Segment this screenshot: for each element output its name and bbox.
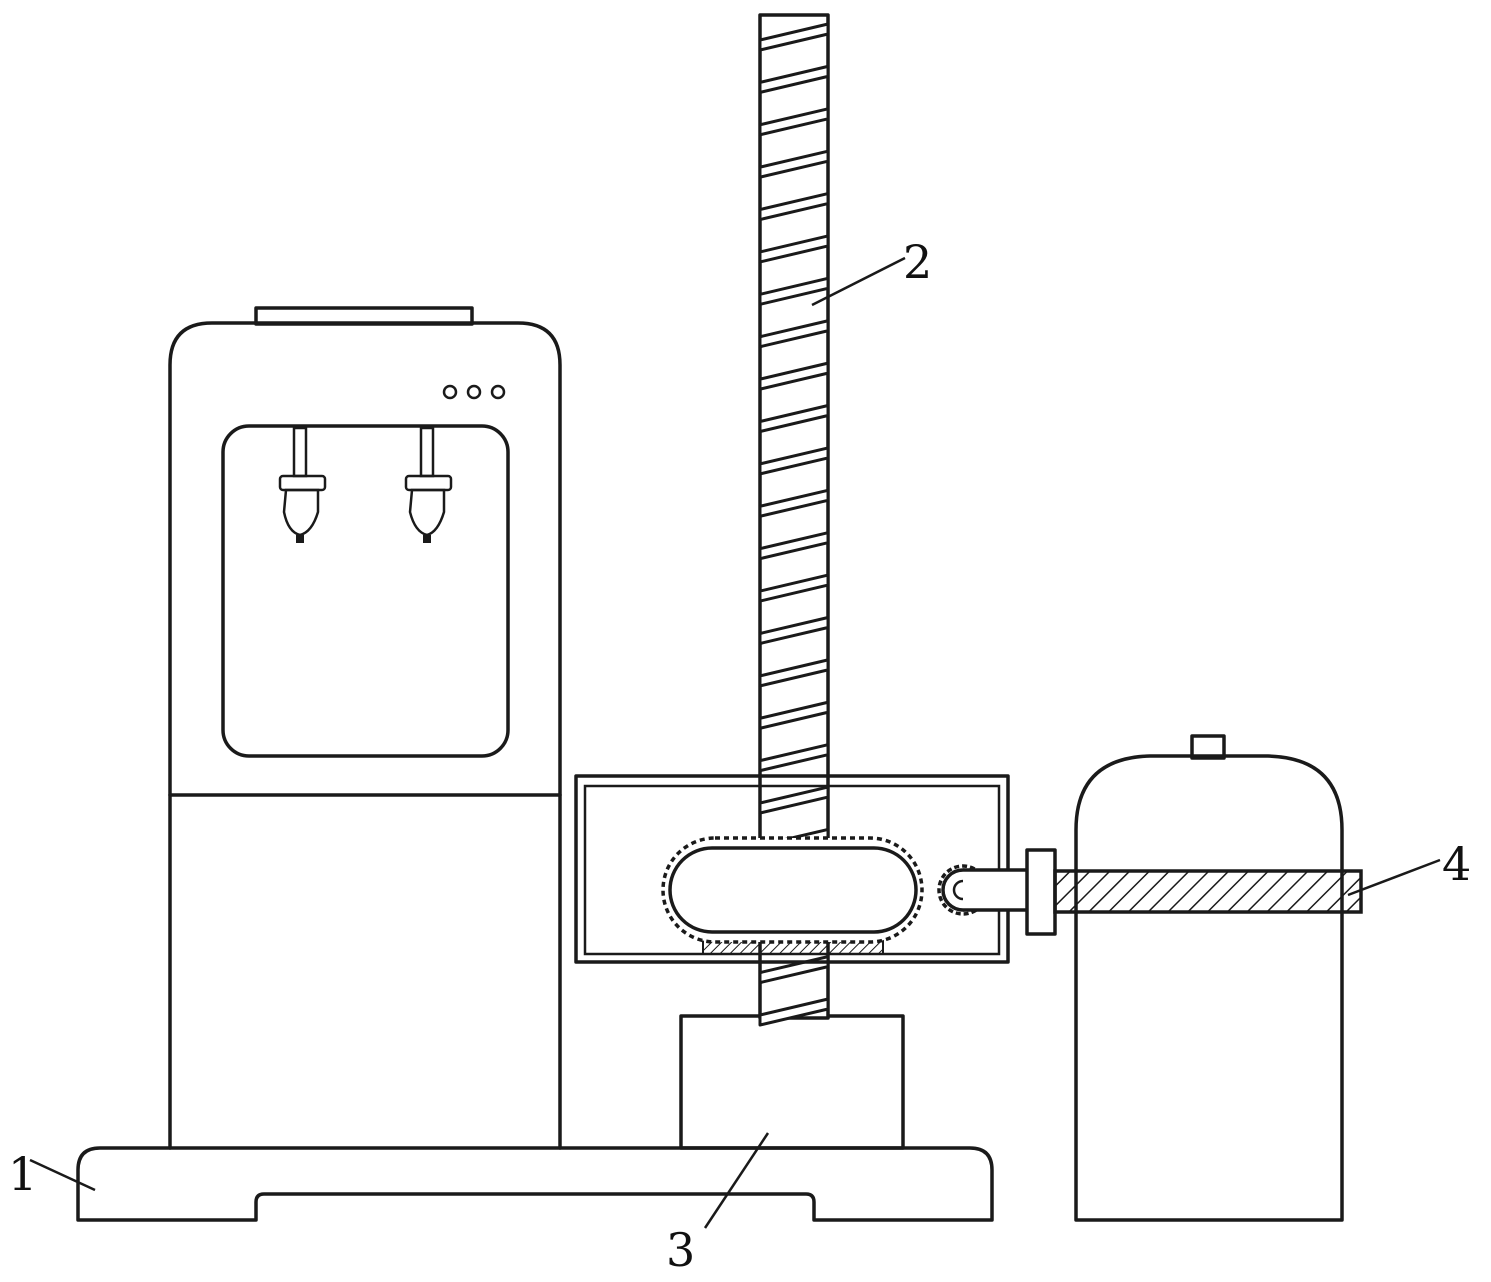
screw-thread bbox=[758, 107, 830, 137]
chain-loop bbox=[661, 836, 924, 944]
indicator-light-icon bbox=[466, 384, 482, 400]
screw-thread bbox=[758, 785, 830, 815]
label-1: 1 bbox=[8, 1147, 37, 1201]
water-dispenser bbox=[168, 306, 562, 1150]
tap-icon bbox=[278, 426, 327, 543]
screw-thread bbox=[758, 361, 830, 391]
clamp-arm bbox=[1025, 848, 1363, 936]
motor-block bbox=[679, 1014, 905, 1150]
callouts: 2 4 1 3 bbox=[8, 235, 1471, 1277]
screw-thread bbox=[758, 488, 830, 518]
indicator-light-icon bbox=[442, 384, 458, 400]
label-2: 2 bbox=[903, 235, 932, 289]
screw-thread bbox=[758, 997, 830, 1027]
screw-thread bbox=[758, 234, 830, 264]
dispense-window bbox=[221, 424, 510, 758]
screw-thread bbox=[758, 22, 830, 52]
base-plate bbox=[76, 1146, 994, 1222]
screw-thread bbox=[758, 404, 830, 434]
screw-thread bbox=[758, 615, 830, 645]
drive-gear bbox=[937, 864, 1032, 916]
screw-thread bbox=[758, 743, 830, 773]
water-bucket bbox=[1074, 734, 1344, 1222]
screw-thread bbox=[758, 319, 830, 349]
screw-thread bbox=[758, 658, 830, 688]
tap-icon bbox=[404, 426, 453, 543]
screw-thread bbox=[758, 64, 830, 94]
screw-thread bbox=[758, 700, 830, 730]
indicator-light-icon bbox=[490, 384, 506, 400]
screw-thread bbox=[758, 531, 830, 561]
screw-thread bbox=[758, 149, 830, 179]
screw-thread bbox=[758, 192, 830, 222]
screw-thread bbox=[758, 446, 830, 476]
screw-thread bbox=[758, 573, 830, 603]
screw-thread bbox=[758, 276, 830, 306]
label-4: 4 bbox=[1442, 837, 1471, 891]
label-3: 3 bbox=[666, 1223, 695, 1277]
